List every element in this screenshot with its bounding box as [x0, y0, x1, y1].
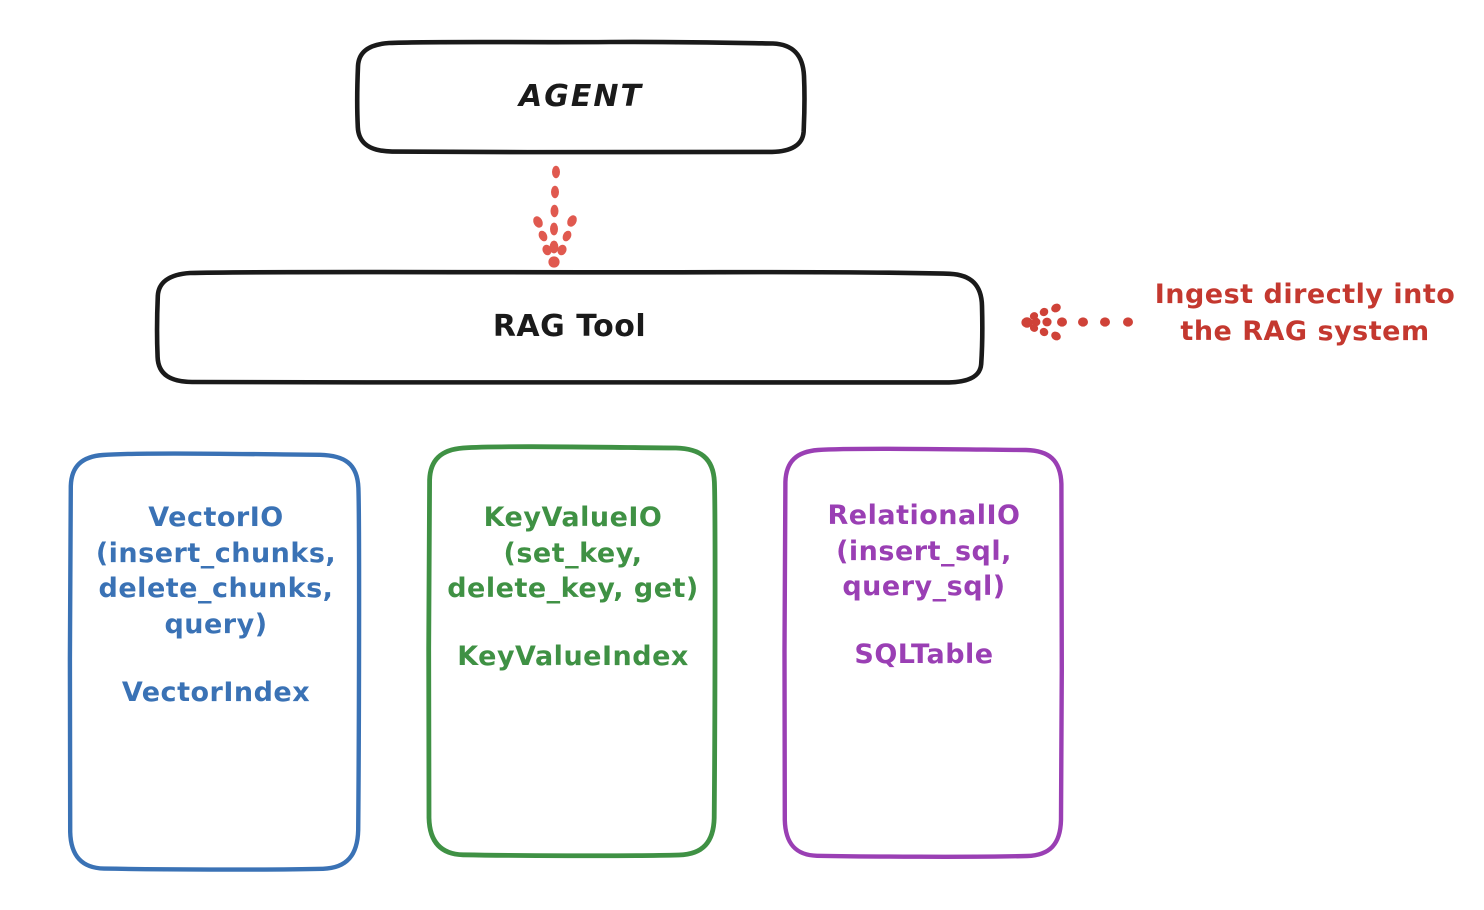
keyvalue-store-box[interactable] [426, 444, 718, 859]
vector-store-box[interactable] [67, 451, 362, 872]
relational-store-box[interactable] [782, 446, 1065, 859]
agent-to-rag-arrow [533, 165, 577, 268]
rag-tool-box[interactable] [154, 269, 985, 386]
ingest-arrow [1021, 303, 1133, 341]
agent-box[interactable] [355, 39, 807, 155]
